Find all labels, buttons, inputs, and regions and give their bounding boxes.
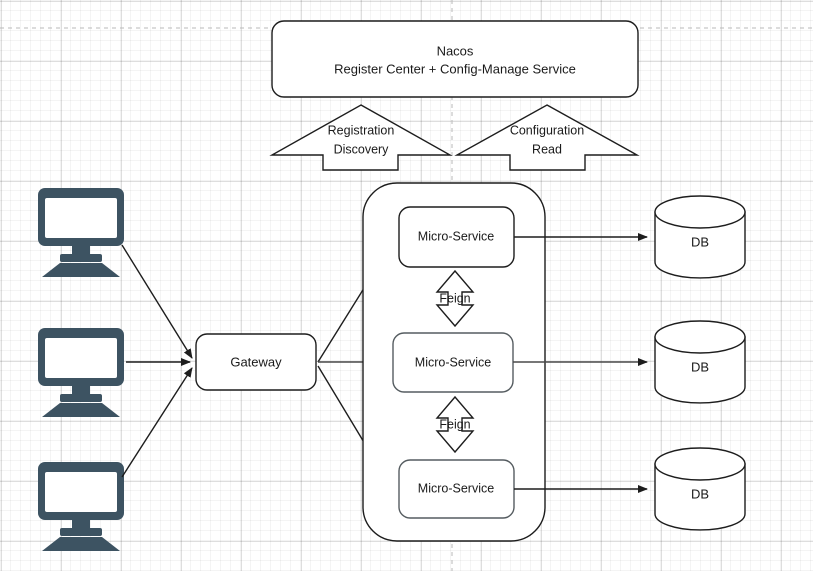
micro-service-3[interactable]: Micro-Service	[398, 459, 515, 519]
block-arrow-configuration-read[interactable]: Configuration Read	[454, 104, 640, 171]
keyboard-icon	[42, 537, 120, 551]
registration-discovery-label-line2: Discovery	[334, 142, 390, 156]
edge-client1-gateway	[121, 244, 193, 359]
edge-client3-gateway	[121, 367, 193, 478]
monitor-screen	[45, 472, 117, 512]
db-1[interactable]: DB	[654, 195, 746, 279]
monitor-camera-dot	[79, 466, 83, 470]
db-1-cylinder-body[interactable]	[654, 211, 746, 279]
db-2-cylinder-top[interactable]	[654, 320, 746, 354]
feign-1-label: Feign	[439, 291, 470, 305]
db-3-cylinder-body[interactable]	[654, 463, 746, 531]
monitor-screen	[45, 338, 117, 378]
monitor-camera-dot	[79, 332, 83, 336]
db-1-cylinder-top[interactable]	[654, 195, 746, 229]
client-3[interactable]	[38, 462, 124, 551]
monitor-screen	[45, 198, 117, 238]
gateway-node[interactable]: Gateway	[195, 333, 317, 391]
db-3-label: DB	[691, 486, 709, 501]
micro-service-1-label: Micro-Service	[418, 229, 494, 243]
nacos-registry-node[interactable]: Nacos Register Center + Config-Manage Se…	[271, 20, 639, 98]
micro-service-1[interactable]: Micro-Service	[398, 206, 515, 268]
micro-service-2-label: Micro-Service	[415, 355, 491, 369]
monitor-stand-foot	[60, 528, 102, 536]
monitor-stand-foot	[60, 394, 102, 402]
gateway-label: Gateway	[230, 354, 282, 369]
db-3-cylinder-top[interactable]	[654, 447, 746, 481]
feign-link-2[interactable]: Feign	[435, 395, 475, 454]
keyboard-icon	[42, 263, 120, 277]
nacos-title: Nacos	[437, 43, 474, 58]
db-2[interactable]: DB	[654, 320, 746, 404]
block-arrow-registration-discovery[interactable]: Registration Discovery	[269, 104, 453, 171]
configuration-read-label-line2: Read	[532, 142, 562, 156]
db-1-label: DB	[691, 234, 709, 249]
monitor-camera-dot	[79, 192, 83, 196]
configuration-read-arrow-shape[interactable]	[454, 104, 640, 171]
gateway-box[interactable]	[195, 333, 317, 391]
service-to-db-connectors	[513, 233, 648, 493]
feign-2-label: Feign	[439, 417, 470, 431]
micro-service-3-label: Micro-Service	[418, 481, 494, 495]
client-to-gateway-connectors	[121, 244, 193, 478]
db-2-label: DB	[691, 359, 709, 374]
db-3[interactable]: DB	[654, 447, 746, 531]
feign-2-arrow-shape[interactable]	[435, 395, 475, 454]
registration-discovery-arrow-shape[interactable]	[269, 104, 453, 171]
nacos-box[interactable]	[271, 20, 639, 98]
feign-link-1[interactable]: Feign	[435, 269, 475, 328]
configuration-read-label-line1: Configuration	[510, 123, 584, 137]
client-2[interactable]	[38, 328, 124, 417]
registration-discovery-label-line1: Registration	[328, 123, 395, 137]
db-2-cylinder-body[interactable]	[654, 336, 746, 404]
monitor-stand-foot	[60, 254, 102, 262]
nacos-subtitle: Register Center + Config-Manage Service	[334, 61, 576, 76]
feign-1-arrow-shape[interactable]	[435, 269, 475, 328]
keyboard-icon	[42, 403, 120, 417]
micro-service-2[interactable]: Micro-Service	[392, 332, 514, 393]
client-1[interactable]	[38, 188, 124, 277]
